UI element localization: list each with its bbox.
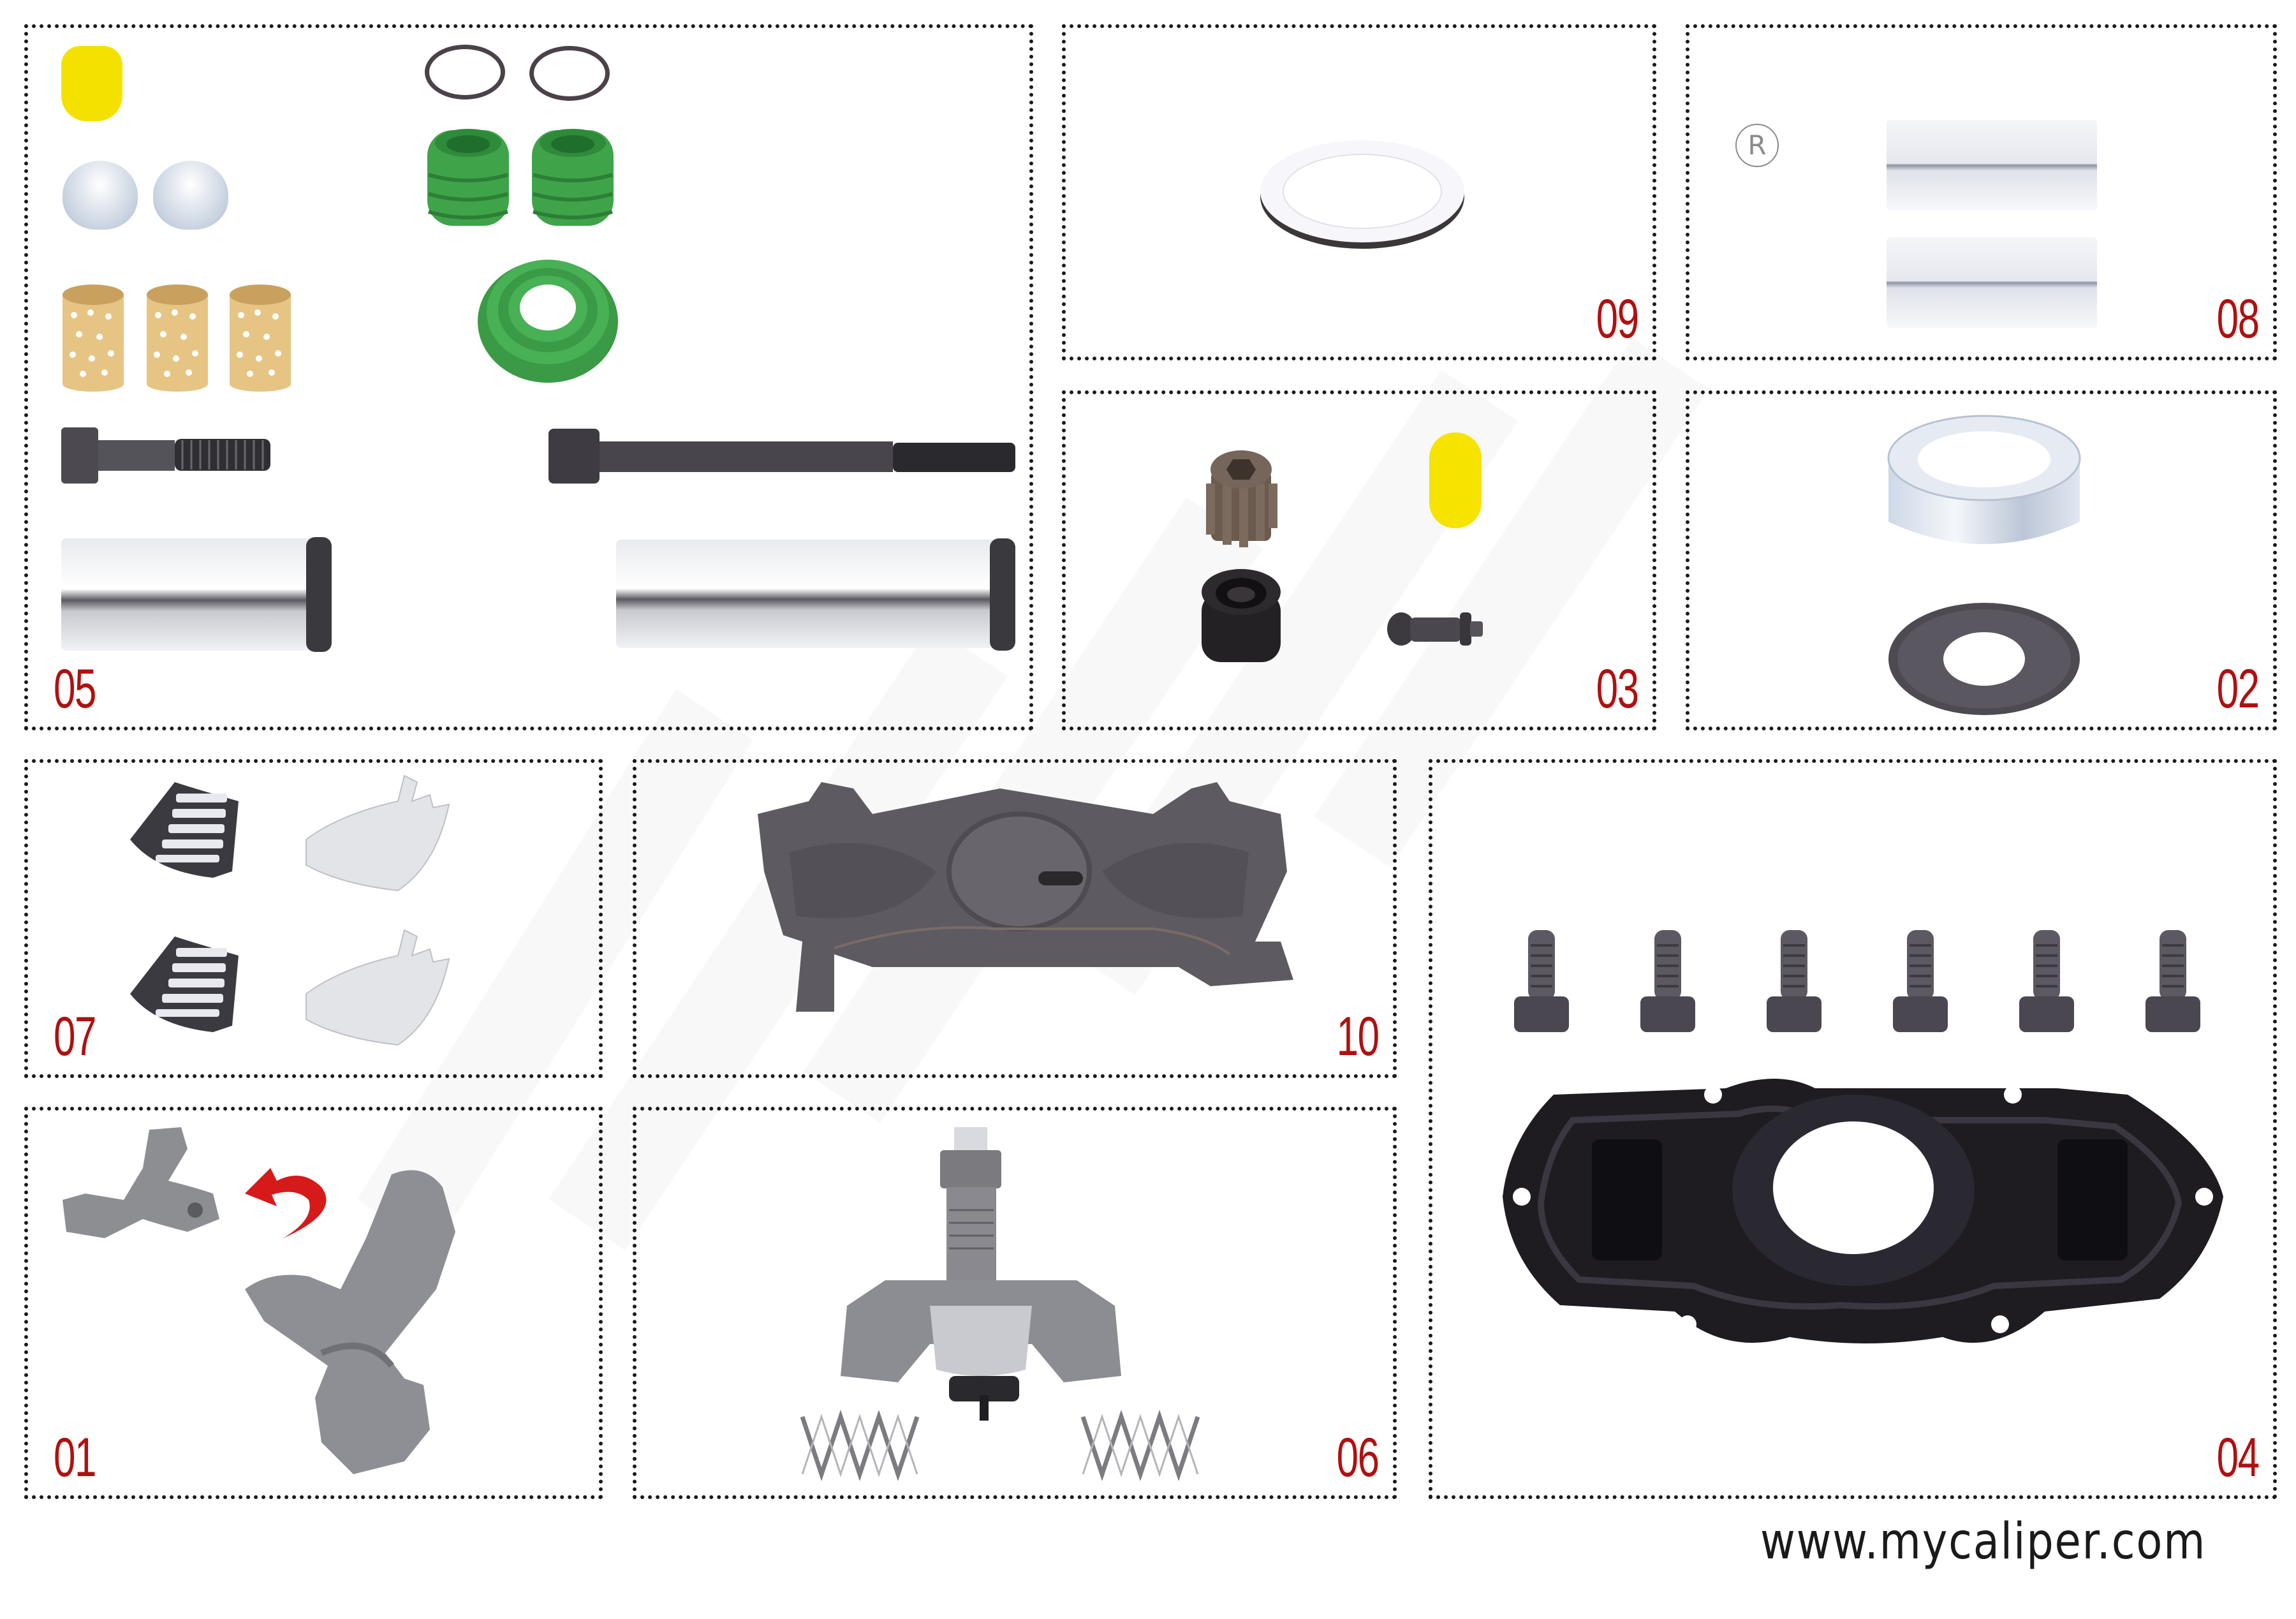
cap-screw-icon [1767,930,1821,1032]
bearing-shell-icon [305,774,450,892]
green-boot-icon [532,129,614,226]
needle-bearing-cage-icon [130,782,239,878]
slide-sleeve-icon [1887,237,2097,328]
kit-number-label: 04 [2216,1427,2260,1488]
kit-number-label: 02 [2216,658,2260,720]
website-url-link[interactable]: www.mycaliper.com [1760,1513,2207,1571]
cap-screw-icon [2019,930,2074,1032]
kit-panel-01[interactable]: 01 [24,1107,603,1499]
lever-arm-large-icon [245,1170,455,1474]
spring-icon [800,1410,920,1481]
pressure-plate-icon [758,782,1293,1012]
guide-bolt-short-icon [61,427,270,484]
cap-screw-icon [1514,930,1569,1032]
o-ring-icon [529,46,610,101]
kit-panel-10[interactable]: 10 [633,759,1397,1078]
kit-panel-09[interactable]: 09 [1062,24,1656,360]
slide-sleeve-icon [1887,120,2097,211]
kit-number-label: 06 [1336,1427,1380,1488]
kit-panel-04[interactable]: 04 [1429,759,2277,1499]
kit-number-label: 03 [1596,658,1639,720]
kit-panel-03[interactable]: 03 [1062,390,1656,730]
metal-cap-icon [63,161,138,230]
spring-icon [1080,1410,1200,1481]
cap-screw-icon [2145,930,2200,1032]
kit-panel-07[interactable]: 07 [24,759,603,1078]
yellow-cap-icon [1429,432,1482,528]
kit-panel-05[interactable]: 05 [24,24,1033,730]
guide-pin-long-icon [616,538,1015,651]
guide-pin-short-icon [61,537,332,652]
cap-screw-icon [1893,930,1948,1032]
kit-number-label: 10 [1336,1006,1380,1067]
adjuster-mechanism-icon [841,1127,1121,1421]
bronze-bushing-icon [147,285,208,392]
bronze-bushing-icon [230,285,291,392]
kit-panel-08[interactable]: R 08 [1686,24,2277,360]
metal-dust-cap-icon [1887,415,2081,544]
needle-bearing-cage-icon [130,936,239,1032]
guide-bolt-long-icon [548,429,1015,484]
kit-number-label: 08 [2216,288,2260,350]
registered-mark-icon: R [1735,124,1779,167]
kit-number-label: 01 [54,1427,96,1488]
kit-number-label: 09 [1596,288,1639,350]
kit-number-label: 05 [54,658,96,720]
cover-plate-gasket-icon [1503,1079,2223,1343]
kit-panel-02[interactable]: 02 [1686,390,2277,730]
cap-screw-icon [1640,930,1695,1032]
yellow-cap-icon [61,46,122,121]
adjuster-gear-icon [1206,450,1277,547]
green-boot-icon [427,129,509,226]
adjuster-pin-icon [1387,612,1483,646]
ptfe-ring-icon [1260,140,1464,249]
thrust-washer-icon [1888,603,2080,715]
kit-panel-06[interactable]: 06 [633,1107,1397,1499]
metal-cap-icon [153,161,228,230]
rubber-seal-cup-icon [1202,569,1281,662]
o-ring-icon [425,45,505,100]
bronze-bushing-icon [63,285,124,392]
lever-arm-small-icon [63,1127,219,1238]
kit-number-label: 07 [54,1006,96,1067]
rotate-arrow-icon [245,1168,327,1238]
bearing-shell-icon [305,929,450,1046]
green-bellows-seal-icon [478,260,618,383]
